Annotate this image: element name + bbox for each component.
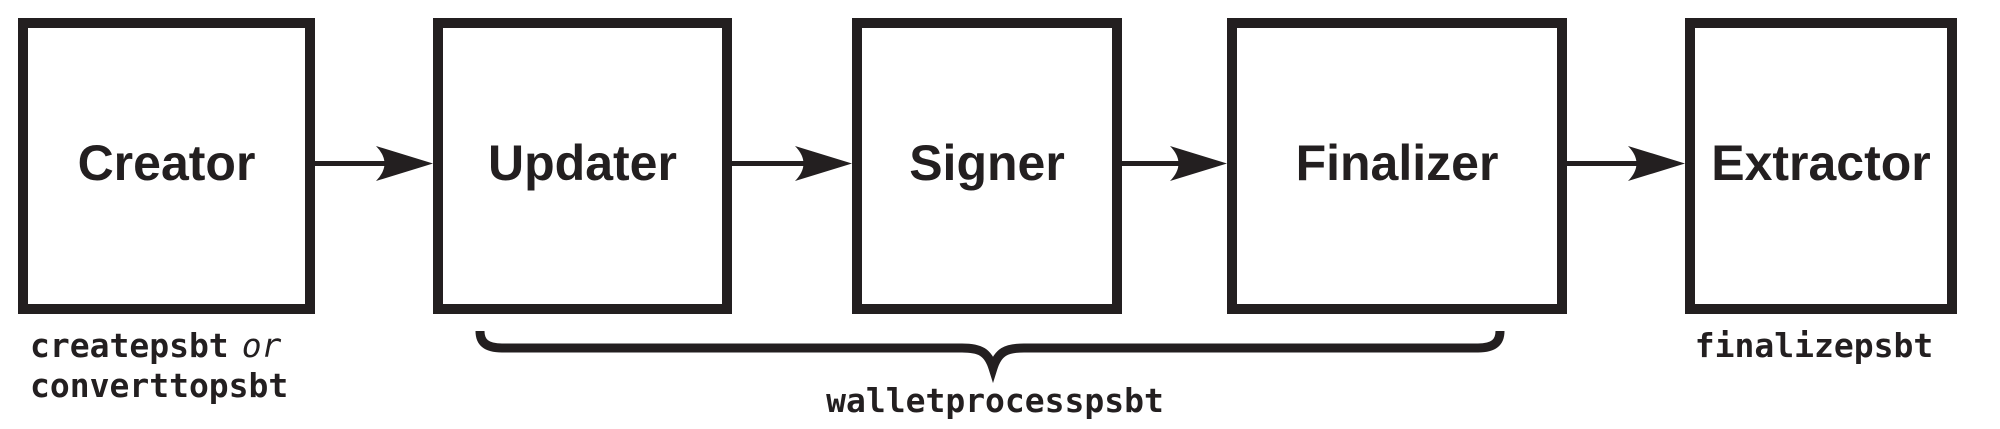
box-signer: Signer bbox=[852, 18, 1122, 314]
box-finalizer: Finalizer bbox=[1227, 18, 1567, 314]
arrow-right-icon bbox=[1122, 146, 1227, 181]
caption-finalizepsbt: finalizepsbt bbox=[1695, 326, 1933, 366]
arrow-head bbox=[1628, 146, 1685, 181]
arrow-head bbox=[1170, 146, 1227, 181]
caption-walletprocesspsbt: walletprocesspsbt bbox=[826, 381, 1164, 421]
arrow-right-icon bbox=[1567, 146, 1685, 181]
box-signer-label: Signer bbox=[909, 134, 1065, 191]
box-updater: Updater bbox=[433, 18, 732, 314]
code-walletprocesspsbt: walletprocesspsbt bbox=[826, 381, 1164, 420]
caption-creator-line2: converttopsbt bbox=[30, 366, 288, 406]
caption-creator-commands: createpsbt or converttopsbt bbox=[30, 326, 288, 406]
box-creator-label: Creator bbox=[77, 134, 256, 191]
arrow-right-icon bbox=[732, 146, 852, 181]
box-extractor-label: Extractor bbox=[1711, 134, 1931, 191]
box-creator: Creator bbox=[18, 18, 315, 314]
box-extractor: Extractor bbox=[1685, 18, 1957, 314]
code-createpsbt: createpsbt bbox=[30, 326, 229, 365]
box-updater-label: Updater bbox=[488, 134, 677, 191]
code-converttopsbt: converttopsbt bbox=[30, 366, 289, 405]
arrow-head bbox=[376, 146, 433, 181]
or-connector: or bbox=[241, 326, 282, 365]
arrow-right-icon bbox=[315, 146, 433, 181]
caption-creator-line1: createpsbt or bbox=[30, 326, 288, 366]
code-finalizepsbt: finalizepsbt bbox=[1694, 326, 1934, 365]
curly-brace-icon bbox=[475, 330, 1505, 384]
box-finalizer-label: Finalizer bbox=[1295, 134, 1499, 191]
arrow-head bbox=[795, 146, 852, 181]
